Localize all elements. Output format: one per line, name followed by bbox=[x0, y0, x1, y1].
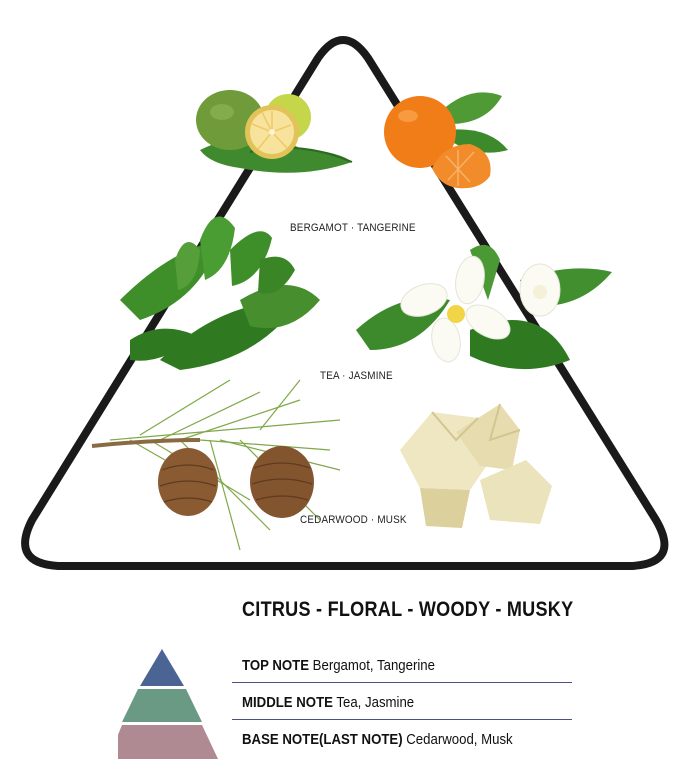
legend-middle-note: MIDDLE NOTE Tea, Jasmine bbox=[242, 694, 414, 711]
top-note-name: TOP NOTE bbox=[242, 657, 309, 674]
middle-note-swatch bbox=[122, 689, 202, 722]
legend-top-note: TOP NOTE Bergamot, Tangerine bbox=[242, 657, 435, 674]
pyramid-diagram bbox=[0, 0, 687, 590]
pyramid-outline bbox=[25, 40, 664, 566]
legend-divider bbox=[232, 719, 572, 720]
tangerine-image bbox=[384, 92, 508, 188]
top-note-ingredients: Bergamot, Tangerine bbox=[313, 657, 435, 674]
legend-pyramid bbox=[118, 649, 248, 759]
middle-note-name: MIDDLE NOTE bbox=[242, 694, 333, 711]
base-note-label: CEDARWOOD · MUSK bbox=[300, 514, 407, 526]
top-note-swatch bbox=[140, 649, 184, 686]
scent-family-summary: CITRUS - FLORAL - WOODY - MUSKY bbox=[242, 598, 573, 622]
legend-base-note: BASE NOTE(LAST NOTE) Cedarwood, Musk bbox=[242, 731, 513, 748]
musk-crystals-image bbox=[400, 404, 552, 528]
middle-note-label: TEA · JASMINE bbox=[320, 370, 393, 382]
middle-note-ingredients: Tea, Jasmine bbox=[336, 694, 414, 711]
jasmine-flower-image bbox=[356, 245, 612, 369]
base-note-ingredients: Cedarwood, Musk bbox=[406, 731, 512, 748]
tea-leaves-image bbox=[120, 216, 320, 370]
top-note-label: BERGAMOT · TANGERINE bbox=[290, 222, 416, 234]
bergamot-image bbox=[196, 90, 352, 173]
legend-divider bbox=[232, 682, 572, 683]
base-note-name: BASE NOTE(LAST NOTE) bbox=[242, 731, 403, 748]
base-note-swatch bbox=[118, 725, 218, 759]
